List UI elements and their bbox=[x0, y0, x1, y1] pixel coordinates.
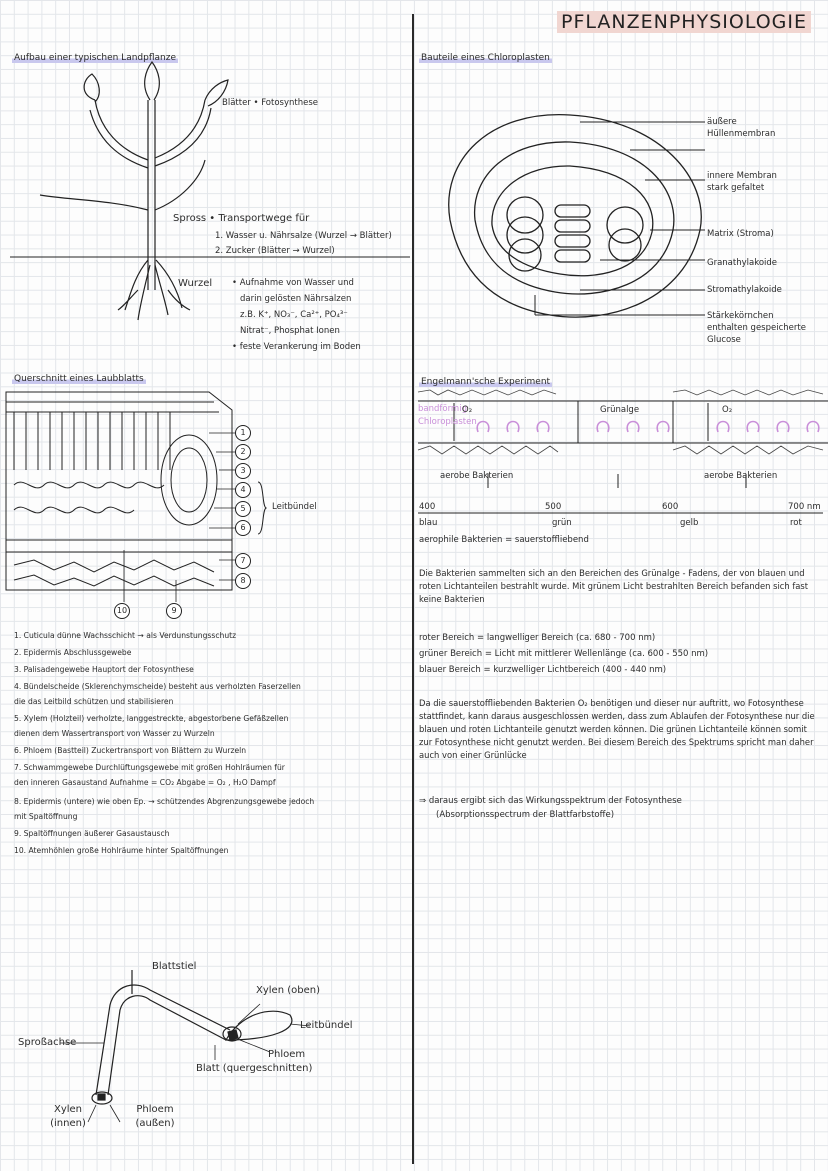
leaf-number-2: 2 bbox=[235, 444, 251, 460]
stem-label-phloem-aussen: Phloem (außen) bbox=[135, 1104, 175, 1129]
chloroplast-label-inner-membrane: innere Membran stark gefaltet bbox=[707, 171, 777, 193]
plant-wurzel-line2: darin gelösten Nährsalzen bbox=[240, 294, 352, 304]
leaf-list-item-9: 9. Spaltöffnungen äußerer Gasaustausch bbox=[14, 829, 170, 838]
engelmann-scale-600: 600 bbox=[662, 502, 679, 512]
engelmann-band-label: bandförmig Chloroplasten bbox=[418, 404, 477, 427]
engelmann-color-gelb: gelb bbox=[680, 518, 699, 528]
leaf-list-item-5b: dienen dem Wassertransport von Wasser zu… bbox=[14, 729, 215, 738]
leitbuendel-bracket bbox=[257, 481, 268, 535]
chloroplast-label-stromathylakoide: Stromathylakoide bbox=[707, 285, 782, 295]
engelmann-color-blau: blau bbox=[419, 518, 438, 528]
leaf-number-9: 9 bbox=[166, 603, 182, 619]
plant-wurzel-line5: • feste Verankerung im Boden bbox=[232, 342, 361, 352]
engelmann-color-rot: rot bbox=[790, 518, 802, 528]
page-title: PFLANZENPHYSIOLOGIE bbox=[557, 11, 812, 33]
engelmann-color-gruen: grün bbox=[552, 518, 572, 528]
leaf-list-item-4: 4. Bündelscheide (Sklerenchymscheide) be… bbox=[14, 682, 301, 691]
plant-spross-line2: 2. Zucker (Blätter → Wurzel) bbox=[215, 246, 335, 256]
stem-drawing bbox=[60, 970, 311, 1123]
engelmann-paragraph-2: Da die sauerstoffliebenden Bakterien O₂ … bbox=[419, 698, 815, 760]
leaf-list-item-3: 3. Palisadengewebe Hauptort der Fotosynt… bbox=[14, 665, 194, 674]
leaf-list-item-4b: die das Leitbild schützen und stabilisie… bbox=[14, 697, 174, 706]
leaf-list-item-7b: den inneren Gasaustand Aufnahme = CO₂ Ab… bbox=[14, 778, 276, 787]
leaf-number-1: 1 bbox=[235, 425, 251, 441]
engelmann-heading: Engelmann'sche Experiment bbox=[419, 377, 553, 387]
plant-drawing bbox=[10, 60, 410, 321]
engelmann-conclusion-1: ⇒ daraus ergibt sich das Wirkungsspektru… bbox=[419, 796, 682, 806]
leaf-list-item-8b: mit Spaltöffnung bbox=[14, 812, 78, 821]
stem-label-xylen-oben: Xylen (oben) bbox=[256, 985, 320, 996]
engelmann-o2-left: O₂ bbox=[462, 405, 473, 415]
stem-label-leitbuendel: Leitbündel bbox=[300, 1020, 353, 1031]
leaf-list-item-2: 2. Epidermis Abschlussgewebe bbox=[14, 648, 132, 657]
plant-heading: Aufbau einer typischen Landpflanze bbox=[12, 53, 178, 63]
engelmann-range-green: grüner Bereich = Licht mit mittlerer Wel… bbox=[419, 649, 709, 659]
leaf-heading: Querschnitt eines Laubblatts bbox=[12, 374, 146, 384]
engelmann-scale-500: 500 bbox=[545, 502, 562, 512]
stem-label-blattstiel: Blattstiel bbox=[152, 961, 197, 972]
stem-label-phloem: Phloem bbox=[268, 1049, 306, 1060]
engelmann-paragraph-1: Die Bakterien sammelten sich an den Bere… bbox=[419, 568, 809, 604]
leaf-number-8: 8 bbox=[235, 573, 251, 589]
leaf-label-leitbuendel: Leitbündel bbox=[272, 502, 317, 512]
engelmann-gruenalge: Grünalge bbox=[600, 405, 640, 415]
leaf-list-item-6: 6. Phloem (Bastteil) Zuckertransport von… bbox=[14, 746, 247, 755]
chloroplast-label-outer-membrane: äußere Hüllenmembran bbox=[707, 117, 776, 139]
plant-wurzel-line3: z.B. K⁺, NO₃⁻, Ca²⁺, PO₄³⁻ bbox=[240, 310, 348, 320]
leaf-list-item-1: 1. Cuticula dünne Wachsschicht → als Ver… bbox=[14, 631, 237, 640]
engelmann-aerophil: aerophile Bakterien = sauerstoffliebend bbox=[419, 535, 589, 545]
engelmann-conclusion-2: (Absorptionsspectrum der Blattfarbstoffe… bbox=[436, 810, 615, 820]
engelmann-o2-right: O₂ bbox=[722, 405, 733, 415]
engelmann-scale-700: 700 nm bbox=[788, 502, 821, 512]
column-divider bbox=[412, 14, 414, 1164]
chloroplast-label-stroma: Matrix (Stroma) bbox=[707, 229, 774, 239]
engelmann-range-red: roter Bereich = langwelliger Bereich (ca… bbox=[419, 633, 656, 643]
stem-label-blatt: Blatt (quergeschnitten) bbox=[196, 1063, 313, 1074]
chloroplast-drawing bbox=[448, 114, 705, 318]
chloroplast-label-starch: Stärkekörnchen enthalten gespeicherte Gl… bbox=[707, 311, 806, 345]
stem-label-xylen-innen: Xylen (innen) bbox=[50, 1104, 86, 1129]
leaf-list-item-5: 5. Xylem (Holzteil) verholzte, langgestr… bbox=[14, 714, 289, 723]
plant-label-wurzel: Wurzel bbox=[178, 278, 213, 289]
leaf-list-item-8: 8. Epidermis (untere) wie oben Ep. → sch… bbox=[14, 797, 315, 806]
plant-label-spross: Spross • Transportwege für bbox=[173, 213, 310, 224]
plant-wurzel-line4: Nitrat⁻, Phosphat Ionen bbox=[240, 326, 340, 336]
chloroplast-heading: Bauteile eines Chloroplasten bbox=[419, 53, 552, 63]
leaf-number-5: 5 bbox=[235, 501, 251, 517]
engelmann-range-blue: blauer Bereich = kurzwelliger Lichtberei… bbox=[419, 665, 667, 675]
leaf-number-7: 7 bbox=[235, 553, 251, 569]
leaf-cross-section-drawing bbox=[5, 391, 236, 602]
plant-spross-line1: 1. Wasser u. Nährsalze (Wurzel → Blätter… bbox=[215, 231, 392, 241]
leaf-number-6: 6 bbox=[235, 520, 251, 536]
leaf-number-4: 4 bbox=[235, 482, 251, 498]
leaf-number-10: 10 bbox=[114, 603, 130, 619]
engelmann-aerob-right: aerobe Bakterien bbox=[704, 471, 778, 481]
engelmann-scale-400: 400 bbox=[419, 502, 436, 512]
plant-wurzel-line1: • Aufnahme von Wasser und bbox=[232, 278, 354, 288]
leaf-list-item-7: 7. Schwammgewebe Durchlüftungsgewebe mit… bbox=[14, 763, 285, 772]
leaf-number-3: 3 bbox=[235, 463, 251, 479]
chloroplast-label-granathylakoide: Granathylakoide bbox=[707, 258, 778, 268]
engelmann-aerob-left: aerobe Bakterien bbox=[440, 471, 514, 481]
leaf-list-item-10: 10. Atemhöhlen große Hohlräume hinter Sp… bbox=[14, 846, 229, 855]
plant-label-blaetter: Blätter • Fotosynthese bbox=[222, 98, 318, 108]
stem-label-sprossachse: Sproßachse bbox=[18, 1037, 77, 1048]
engelmann-drawing bbox=[417, 389, 828, 514]
